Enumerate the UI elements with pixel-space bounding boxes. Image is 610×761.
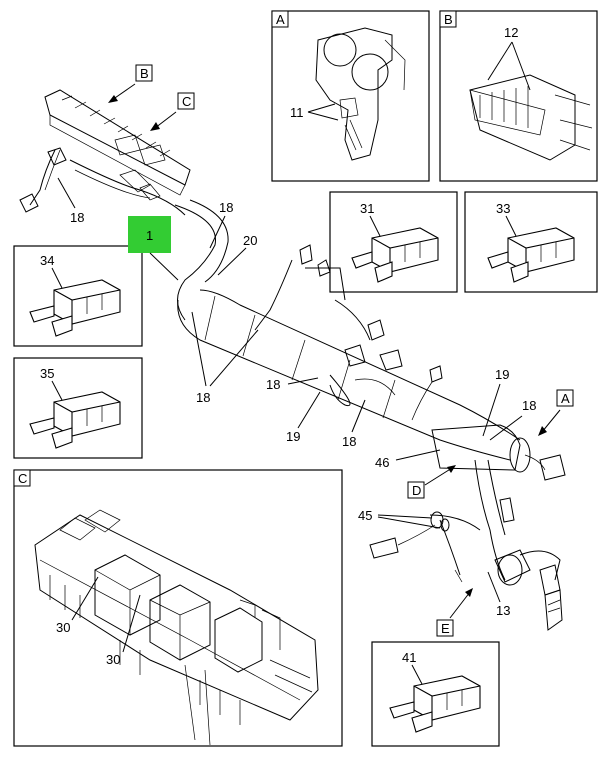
fuse-31-icon	[351, 227, 439, 283]
callout-b-box: B	[140, 66, 149, 81]
inset-b-tag: B	[444, 12, 453, 27]
callout-30b: 30	[106, 652, 120, 667]
callout-12: 12	[504, 25, 518, 40]
callout-18-lower-middle: 18	[342, 434, 356, 449]
callout-19-middle: 19	[286, 429, 300, 444]
callout-31: 31	[360, 201, 374, 216]
fuse-34-icon	[29, 279, 121, 337]
fuse-panel-35: 35	[13, 357, 143, 459]
callout-18-middle: 18	[266, 377, 280, 392]
fuse-panel-31: 31	[329, 191, 458, 293]
callout-13: 13	[496, 603, 510, 618]
callout-45: 45	[358, 508, 372, 523]
callout-18-top: 18	[219, 200, 233, 215]
callout-41: 41	[402, 650, 416, 665]
highlight-marker[interactable]: 1	[128, 216, 179, 281]
inset-panel-c: C 30 30	[13, 469, 343, 747]
fuse-panel-33: 33	[464, 191, 598, 293]
inset-a-tag: A	[276, 12, 285, 27]
fuse-33-icon	[487, 227, 575, 283]
callouts: B C 18 18 20 18 18 19 18 19 18	[57, 64, 574, 637]
callout-19-right: 19	[495, 367, 509, 382]
inset-c-tag: C	[18, 471, 27, 486]
callout-18-right: 18	[522, 398, 536, 413]
callout-a-box: A	[561, 391, 570, 406]
fuse-41-icon	[389, 675, 481, 733]
inset-panel-b: B 12	[439, 10, 598, 182]
callout-20: 20	[243, 233, 257, 248]
main-harness	[19, 89, 566, 631]
highlight-label: 1	[146, 228, 153, 243]
callout-35: 35	[40, 366, 54, 381]
fuse-35-icon	[29, 391, 121, 449]
callout-46: 46	[375, 455, 389, 470]
callout-e-box: E	[441, 621, 450, 636]
callout-30a: 30	[56, 620, 70, 635]
callout-c-box: C	[182, 94, 191, 109]
fuse-panel-41: 41	[371, 641, 500, 747]
callout-18-left: 18	[70, 210, 84, 225]
callout-34: 34	[40, 253, 54, 268]
callout-d-box: D	[412, 483, 421, 498]
inset-panel-a: A 11	[271, 10, 430, 182]
fuse-panel-34: 34	[13, 245, 143, 347]
callout-18-lower-left: 18	[196, 390, 210, 405]
callout-33: 33	[496, 201, 510, 216]
callout-11: 11	[290, 105, 304, 120]
